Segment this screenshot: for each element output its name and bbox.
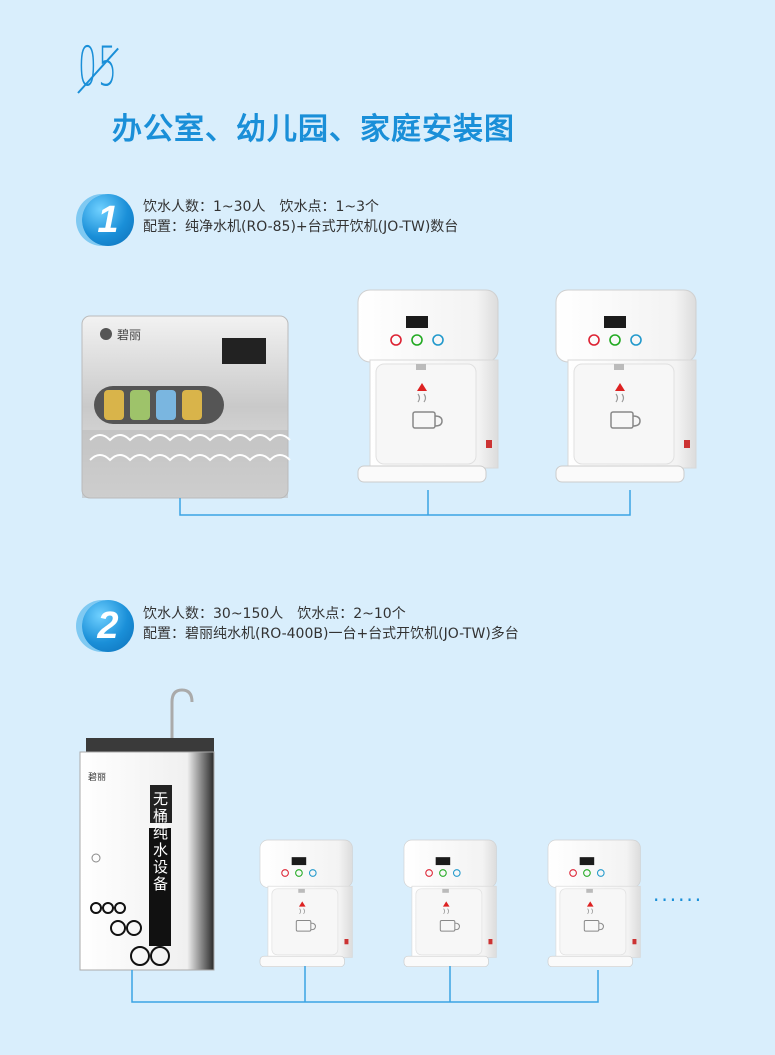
water-pipe-2 — [131, 970, 599, 1003]
floor-unit-brand-label: 碧丽 — [88, 771, 106, 783]
step-1-configuration: 配置：纯净水机(RO-85)+台式开饮机(JO-TW)数台 — [143, 219, 459, 235]
tabletop-dispenser-2 — [555, 289, 697, 483]
purifier-brand-label: 碧丽 — [117, 328, 141, 342]
tabletop-dispenser-1 — [357, 289, 499, 483]
water-pipe-1 — [179, 490, 631, 516]
step-2-configuration: 配置：碧丽纯水机(RO-400B)一台+台式开饮机(JO-TW)多台 — [143, 626, 519, 642]
step-1-badge: 1 — [82, 194, 134, 246]
ro400b-floor-unit — [79, 688, 215, 971]
step-1-capacity: 饮水人数：1~30人 饮水点：1~3个 — [143, 199, 379, 215]
tabletop-dispenser-5 — [547, 839, 641, 968]
tabletop-dispenser-3 — [259, 839, 353, 968]
more-dispensers-ellipsis: ...... — [653, 882, 704, 906]
step-1-description: 饮水人数：1~30人 饮水点：1~3个 配置：纯净水机(RO-85)+台式开饮机… — [143, 197, 458, 237]
floor-unit-vertical-label: 无桶纯水设备 — [151, 791, 169, 893]
ro85-purifier-unit — [81, 315, 291, 499]
step-2-badge: 2 — [82, 600, 134, 652]
page-title: 办公室、幼儿园、家庭安装图 — [112, 112, 515, 147]
step-2-description: 饮水人数：30~150人 饮水点：2~10个 配置：碧丽纯水机(RO-400B)… — [143, 604, 519, 644]
tabletop-dispenser-4 — [403, 839, 497, 968]
step-2-capacity: 饮水人数：30~150人 饮水点：2~10个 — [143, 606, 406, 622]
